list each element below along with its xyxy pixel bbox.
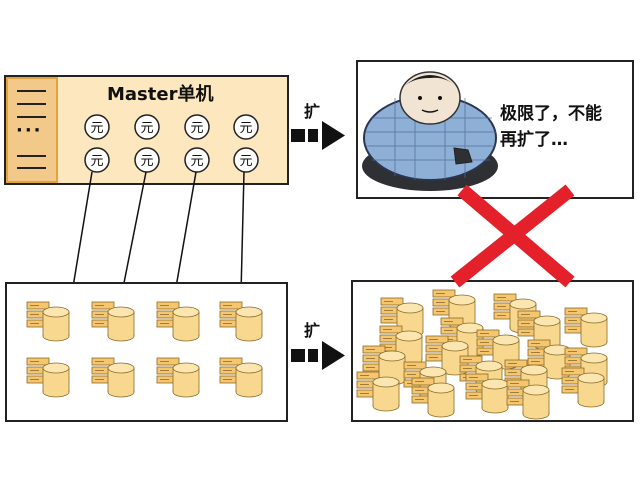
right-shard-units [356,289,608,420]
metadata-circle: 元 [233,114,259,140]
database-cylinder-icon [396,302,424,338]
expand-arrow-top [291,121,345,150]
database-cylinder-icon [580,312,608,348]
database-cylinder-icon [235,306,263,342]
limit-text-line2: 再扩了… [500,130,568,150]
server-rack-icon [362,345,386,372]
database-cylinder-icon [522,384,550,420]
database-cylinder-icon [172,362,200,398]
server-rack-icon [26,301,50,328]
metadata-symbol: 元 [190,121,203,136]
metadata-circle: 元 [233,147,259,173]
shard-unit [26,301,70,342]
expand-arrow-bottom [291,341,345,370]
database-cylinder-icon [107,306,135,342]
shard-unit [91,357,135,398]
shard-unit [561,367,605,408]
database-cylinder-icon [107,362,135,398]
expand-label-top: 扩 [304,102,321,121]
database-cylinder-icon [42,362,70,398]
shard-unit [564,307,608,348]
database-cylinder-icon [577,372,605,408]
sidebar-lines [17,90,46,169]
server-rack-icon [156,357,180,384]
server-rack-icon [465,373,489,400]
limit-reached-box [356,60,634,199]
metadata-symbol: 元 [90,121,103,136]
shard-unit [219,357,263,398]
shard-unit [380,297,424,338]
database-cylinder-icon [427,382,455,418]
limit-text-line1: 极限了，不能 [500,104,602,124]
metadata-symbol: 元 [239,121,252,136]
shard-links [67,171,248,296]
shard-unit [26,357,70,398]
server-rack-icon [476,329,500,356]
shard-unit [156,301,200,342]
shard-unit [465,373,509,414]
metadata-symbol: 元 [190,154,203,169]
metadata-symbol: 元 [239,154,252,169]
sidebar-ellipsis: ··· [16,120,43,141]
server-rack-icon [380,297,404,324]
master-title: Master单机 [107,84,214,105]
server-rack-icon [26,357,50,384]
metadata-circle: 元 [184,147,210,173]
shard-unit [356,371,400,412]
red-cross-icon [450,184,575,288]
expand-label-bottom: 扩 [304,321,321,340]
shard-unit [91,301,135,342]
master-node: 元元元元元元元元 [4,75,289,185]
metadata-symbol: 元 [140,121,153,136]
metadata-circles: 元元元元元元元元 [84,114,259,173]
database-cylinder-icon [481,378,509,414]
shard-unit [156,357,200,398]
shard-unit [219,301,263,342]
shard-unit [411,377,455,418]
database-cylinder-icon [372,376,400,412]
metadata-symbol: 元 [140,154,153,169]
metadata-circle: 元 [84,147,110,173]
left-shard-units [26,301,263,398]
shard-unit [506,379,550,420]
metadata-circle: 元 [134,147,160,173]
database-cylinder-icon [172,306,200,342]
database-cylinder-icon [235,362,263,398]
metadata-circle: 元 [134,114,160,140]
database-cylinder-icon [42,306,70,342]
metadata-circle: 元 [84,114,110,140]
metadata-circle: 元 [184,114,210,140]
metadata-symbol: 元 [90,154,103,169]
server-rack-icon [219,301,243,328]
fat-man-meme-icon [362,71,498,191]
server-rack-icon [411,377,435,404]
